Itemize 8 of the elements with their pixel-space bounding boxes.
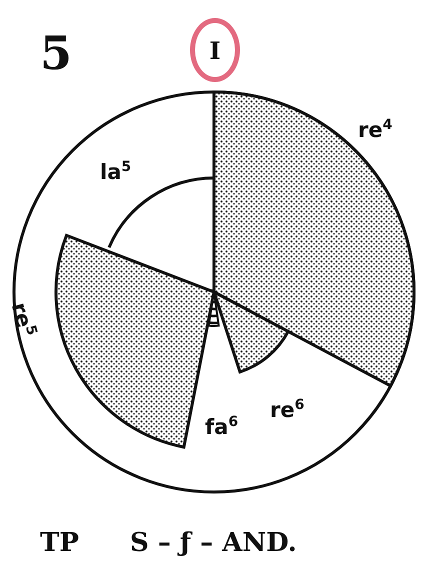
function-label: TP <box>40 530 79 556</box>
circled-numeral: I <box>190 18 240 82</box>
note-label: fa$^{6}$ <box>205 415 238 438</box>
note-label: re$^{4}$ <box>358 118 392 141</box>
note-label: re$^{6}$ <box>270 398 304 421</box>
panel-number: 5 <box>40 30 72 76</box>
function-label: S – ƒ – AND. <box>130 530 297 556</box>
note-label: la$^{5}$ <box>100 160 132 183</box>
